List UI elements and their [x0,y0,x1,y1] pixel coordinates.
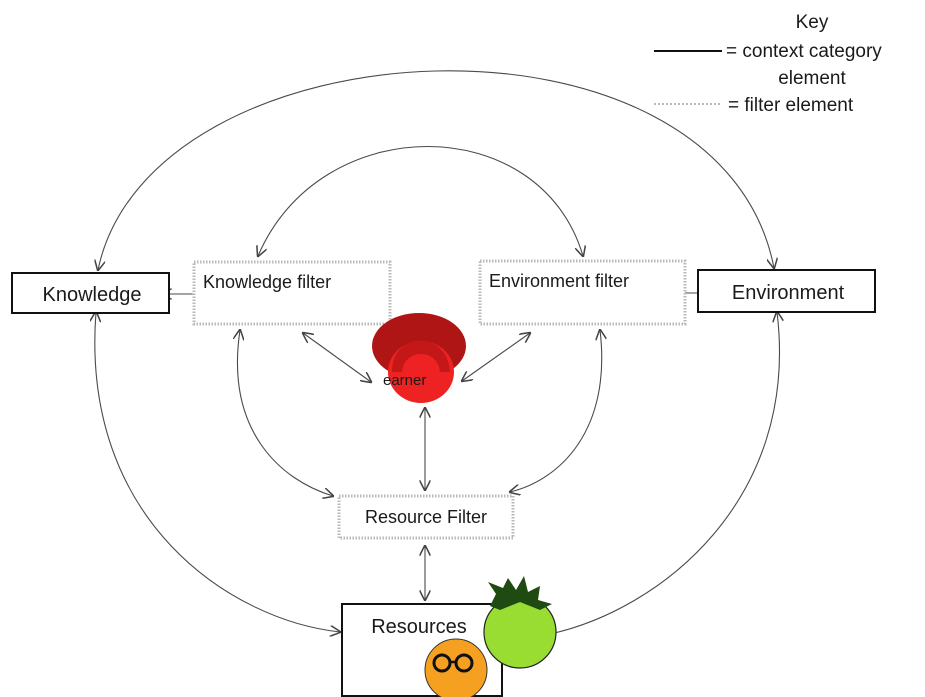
environment-filter-node: Environment filter [478,259,687,326]
learner-label: earner [383,372,426,389]
environment-label: Environment [732,282,845,304]
legend-solid-line-label: = context category [726,41,882,62]
outer-left-arc [95,312,340,632]
knowledge-filter-to-learner-arrow [303,333,371,382]
knowledge-filter-label: Knowledge filter [203,272,331,292]
legend-dotted-line-label: = filter element [728,95,854,116]
glasses-figure [424,638,488,697]
knowledge-node: Knowledge [11,272,170,314]
resource-filter-node: Resource Filter [337,494,515,540]
environment-node: Environment [697,269,876,313]
outer-right-arc [549,312,780,635]
inner-right-arc [510,330,602,492]
knowledge-label: Knowledge [43,284,142,306]
inner-left-arc [237,330,333,496]
learner-hair [392,340,450,372]
outer-top-arc [98,70,774,270]
tomato-figure [483,576,557,669]
environment-filter-to-learner-arrow [462,333,530,381]
inner-top-arc [258,145,583,257]
knowledge-filter-node: Knowledge filter [192,260,392,326]
legend: Key = context category element = filter … [654,12,882,116]
resource-filter-label: Resource Filter [365,507,487,527]
learner-figure: earner [372,313,466,403]
legend-title: Key [796,12,829,33]
environment-filter-label: Environment filter [489,271,629,291]
connectors [95,70,780,635]
tomato-leaves [488,576,552,610]
resources-label: Resources [371,616,467,638]
legend-solid-line-label-continued: element [778,68,846,89]
